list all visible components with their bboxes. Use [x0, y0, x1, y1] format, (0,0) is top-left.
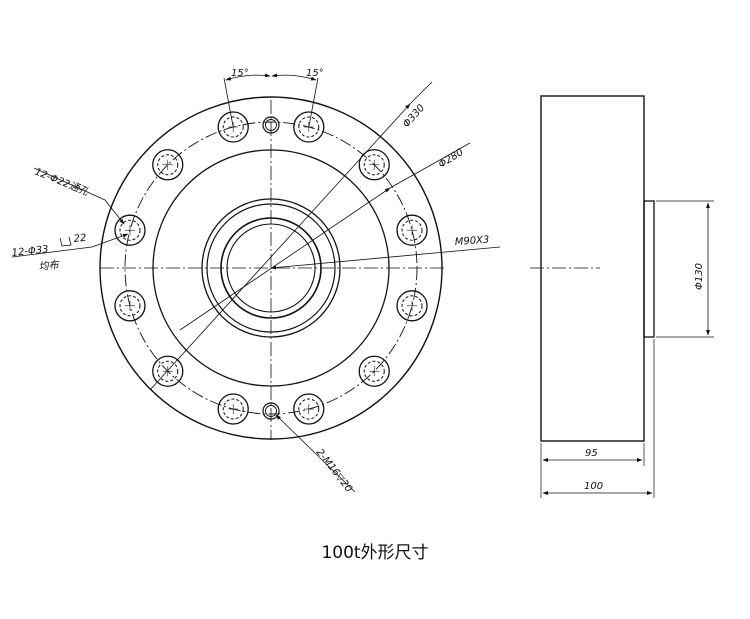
- angle-dimension-left: 15°: [223, 68, 271, 127]
- drawing-caption: 100t外形尺寸: [321, 543, 429, 563]
- angle-label-right: 15°: [306, 68, 324, 79]
- front-view: 15° 15° Φ330 Φ280 M90X3 12-Φ22通孔: [11, 68, 501, 495]
- side-view: Φ130 95 100: [530, 95, 714, 498]
- dim-95-label: 95: [585, 448, 598, 459]
- bolt-hole: [152, 355, 184, 387]
- bolt-hole: [217, 111, 249, 143]
- side-boss: [643, 200, 655, 338]
- side-body: [540, 95, 645, 442]
- evenly-spaced-label: 均布: [38, 259, 61, 273]
- bolt-hole: [217, 393, 249, 425]
- callout-counterbore: 12-Φ33 22 均布: [11, 233, 129, 273]
- dim-95: 95: [540, 443, 645, 498]
- bolt-hole: [293, 111, 325, 143]
- bolt-hole: [358, 149, 390, 181]
- angle-label-left: 15°: [231, 68, 249, 79]
- bolt-hole: [152, 149, 184, 181]
- bolt-holes: [114, 111, 428, 425]
- dim-100-label: 100: [584, 481, 603, 492]
- tapped-hole-top: [262, 116, 280, 134]
- counterbore-depth-label: 22: [73, 233, 87, 245]
- bolt-hole: [293, 393, 325, 425]
- dim-thread: M90X3: [270, 235, 501, 270]
- bolt-hole: [396, 214, 428, 246]
- through-holes-label: 12-Φ22通孔: [33, 166, 91, 199]
- dim-130: Φ130: [656, 200, 714, 338]
- counterbore-label: 12-Φ33: [11, 244, 49, 259]
- dim-330: Φ330: [149, 81, 433, 391]
- tapped-holes-label: 2-M16▽20: [314, 447, 355, 495]
- bolt-hole: [114, 290, 146, 322]
- dim-100: 100: [542, 339, 655, 498]
- callout-through-holes: 12-Φ22通孔: [33, 166, 125, 225]
- dim-130-label: Φ130: [694, 263, 705, 290]
- tapped-hole-bottom: [262, 402, 280, 420]
- dim-thread-label: M90X3: [454, 235, 489, 248]
- bolt-hole: [396, 290, 428, 322]
- callout-tapped-holes: 2-M16▽20: [275, 414, 356, 495]
- counterbore-symbol: [59, 236, 72, 247]
- bolt-hole: [358, 355, 390, 387]
- bolt-hole: [114, 214, 146, 246]
- angle-dimension-right: 15°: [271, 68, 324, 127]
- dim-330-label: Φ330: [401, 103, 427, 130]
- dim-280-label: Φ280: [437, 147, 466, 171]
